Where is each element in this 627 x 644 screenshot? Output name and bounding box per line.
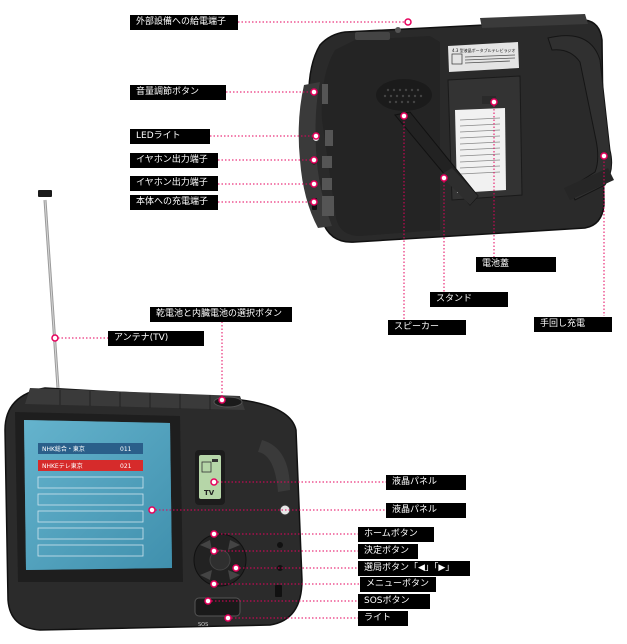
channel1-name: NHK総合・東京	[42, 445, 85, 453]
label-earphone-port-2: イヤホン出力端子	[130, 176, 218, 191]
label-charge-port: 本体への充電端子	[130, 195, 218, 210]
battery-cover	[447, 75, 523, 201]
speaker-grille	[376, 79, 432, 111]
label-light: ライト	[358, 611, 408, 626]
label-speaker: スピーカー	[388, 320, 466, 335]
hand-crank	[547, 35, 614, 201]
label-volume-button: 音量調節ボタン	[130, 85, 226, 100]
back-sticker: 4.3 型液晶ポータブルテレビラジオ	[448, 42, 519, 72]
callout-lines	[58, 21, 605, 619]
label-station-buttons: 選局ボタン「◀」「▶」	[358, 561, 470, 576]
battery-select-switch[interactable]	[213, 396, 243, 408]
front-device: NHK総合・東京 011 NHKEテレ東京 021 TV SOS	[4, 190, 303, 631]
top-grip-front	[25, 388, 245, 410]
label-antenna: アンテナ(TV)	[108, 331, 204, 346]
lcd-tv-text: TV	[204, 489, 215, 497]
label-enter-button: 決定ボタン	[358, 544, 418, 559]
channel2-number: 021	[120, 463, 132, 470]
lcd-panel: TV	[195, 450, 225, 505]
label-hand-crank: 手回し充電	[534, 317, 612, 332]
label-lcd-panel-1: 液晶パネル	[386, 475, 466, 490]
tv-screen: NHK総合・東京 011 NHKEテレ東京 021	[24, 420, 172, 570]
channel2-name: NHKEテレ東京	[42, 462, 83, 470]
side-port-markings	[322, 84, 334, 216]
label-lcd-panel-2: 液晶パネル	[386, 503, 466, 518]
callout-dots	[51, 18, 608, 622]
label-battery-cover: 電池蓋	[476, 257, 556, 272]
top-grip	[480, 14, 588, 28]
label-led-light: LEDライト	[130, 129, 210, 144]
label-stand: スタンド	[430, 292, 508, 307]
label-home-button: ホームボタン	[358, 527, 434, 542]
label-sos-button: SOSボタン	[358, 594, 430, 609]
channel1-number: 011	[120, 446, 132, 453]
back-title-text: 4.3 型液晶ポータブルテレビラジオ	[452, 47, 516, 53]
back-device: 4.3 型液晶ポータブルテレビラジオ	[298, 14, 614, 243]
label-external-power-port: 外部設備への給電端子	[130, 15, 238, 30]
control-pad[interactable]	[193, 533, 247, 587]
label-battery-select-button: 乾電池と内臓電池の選択ボタン	[150, 307, 292, 322]
sos-text: SOS	[198, 622, 208, 628]
label-menu-button: メニューボタン	[360, 577, 436, 592]
antenna	[38, 190, 60, 389]
label-earphone-port-1: イヤホン出力端子	[130, 153, 218, 168]
